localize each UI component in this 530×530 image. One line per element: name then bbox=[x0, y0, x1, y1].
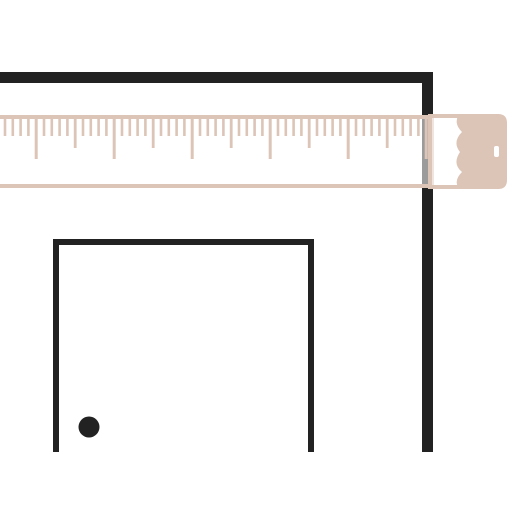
tape-tick bbox=[167, 119, 171, 136]
wall-frame-right bbox=[422, 72, 433, 452]
tape-tick bbox=[393, 119, 397, 136]
wall-frame-icon bbox=[0, 72, 433, 452]
tape-tick bbox=[300, 119, 303, 136]
tape-tick bbox=[105, 119, 108, 136]
tape-tick bbox=[222, 119, 225, 136]
tape-tick bbox=[214, 119, 217, 136]
tape-tick bbox=[81, 119, 85, 136]
tape-tick bbox=[331, 119, 334, 136]
tape-tick bbox=[354, 119, 358, 136]
tape-tick bbox=[190, 119, 194, 159]
tape-tick bbox=[19, 119, 22, 136]
tape-tick bbox=[27, 119, 30, 136]
tape-tick bbox=[128, 119, 132, 136]
tape-tick bbox=[175, 119, 178, 136]
tape-hook-slot bbox=[494, 146, 499, 157]
tape-tick bbox=[276, 119, 280, 136]
tape-tick bbox=[136, 119, 139, 136]
door-top bbox=[53, 239, 314, 245]
tape-tick bbox=[401, 119, 405, 136]
tape-tick bbox=[292, 119, 295, 136]
tape-tick bbox=[11, 119, 15, 136]
tape-tick bbox=[34, 119, 38, 159]
tape-tick bbox=[198, 119, 202, 136]
door-right bbox=[308, 239, 314, 452]
tape-tick bbox=[3, 119, 7, 136]
tape-tick bbox=[323, 119, 327, 136]
door-knob-icon bbox=[78, 416, 100, 438]
wall-frame-top bbox=[0, 72, 433, 83]
tape-tick bbox=[89, 119, 93, 136]
tape-tick bbox=[66, 119, 69, 136]
tape-tick bbox=[378, 119, 381, 136]
tape-tick bbox=[424, 119, 428, 159]
tape-ticks bbox=[3, 119, 428, 159]
tape-tick bbox=[58, 119, 61, 136]
tape-tick bbox=[370, 119, 373, 136]
tape-tick bbox=[237, 119, 241, 136]
tape-tick bbox=[245, 119, 249, 136]
tape-tick bbox=[120, 119, 124, 136]
tape-hook bbox=[456, 116, 505, 187]
tape-tick bbox=[229, 119, 233, 148]
tape-tick bbox=[385, 119, 389, 148]
tape-tick bbox=[112, 119, 116, 159]
tape-tick bbox=[261, 119, 264, 136]
tape-tick bbox=[159, 119, 163, 136]
tape-tick bbox=[417, 119, 420, 136]
tape-tick bbox=[97, 119, 100, 136]
tape-tick bbox=[339, 119, 342, 136]
tape-tick bbox=[268, 119, 272, 159]
tape-tick bbox=[307, 119, 311, 148]
tape-tick bbox=[362, 119, 366, 136]
door-icon bbox=[53, 239, 314, 452]
tape-tick bbox=[284, 119, 288, 136]
tape-tick bbox=[144, 119, 147, 136]
tape-tick bbox=[151, 119, 155, 148]
tape-tick bbox=[183, 119, 186, 136]
tape-tick bbox=[206, 119, 210, 136]
tape-tick bbox=[73, 119, 77, 148]
tape-tick bbox=[409, 119, 412, 136]
tape-tick bbox=[42, 119, 46, 136]
tape-measure-icon bbox=[0, 114, 507, 189]
tape-tick bbox=[50, 119, 54, 136]
tape-tick bbox=[346, 119, 350, 159]
tape-tick bbox=[253, 119, 256, 136]
tape-tick bbox=[315, 119, 319, 136]
door-left bbox=[53, 239, 59, 452]
